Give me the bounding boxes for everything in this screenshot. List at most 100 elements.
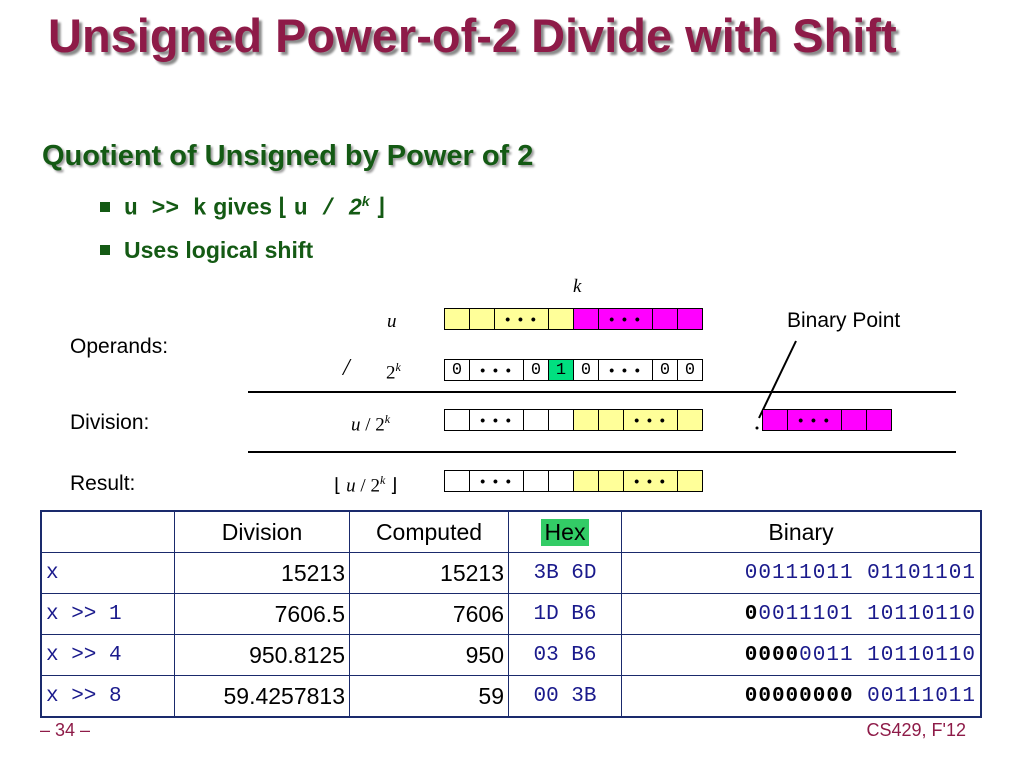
bit-cell xyxy=(598,470,624,492)
header-binary: Binary xyxy=(621,510,982,553)
quotient-bit-vector: • • • • • • xyxy=(444,409,703,431)
bit-cell: 0 xyxy=(573,359,599,381)
row-division: 59.4257813 xyxy=(174,675,350,718)
k-label: k xyxy=(573,276,582,297)
bit-cell xyxy=(652,308,678,330)
divisor-bit-vector: 0 • • • 0 1 0 • • • 0 0 xyxy=(444,359,703,381)
row-hex: 3B 6D xyxy=(508,552,622,594)
row-binary: 00000000 00111011 xyxy=(621,675,982,718)
header-division: Division xyxy=(174,510,350,553)
bit-cell: 0 xyxy=(444,359,470,381)
floor-expr: u / xyxy=(293,195,350,222)
header-hex: Hex xyxy=(508,510,622,553)
footer-page-number: – 34 – xyxy=(40,720,91,740)
bit-cell xyxy=(677,308,703,330)
operands-label: Operands: xyxy=(70,335,169,358)
bit-cell xyxy=(444,409,470,431)
row-hex: 03 B6 xyxy=(508,634,622,676)
bit-dots: • • • xyxy=(469,409,524,431)
row-division: 7606.5 xyxy=(174,593,350,635)
bit-cell xyxy=(762,409,788,431)
row-computed: 59 xyxy=(349,675,509,718)
division-label: Division: xyxy=(70,411,150,434)
bit-cell xyxy=(548,409,574,431)
table-row: x >> 4 950.8125 950 03 B6 00000011 10110… xyxy=(40,634,982,676)
fraction-bit-vector: • • • xyxy=(762,409,892,431)
bit-cell xyxy=(444,308,470,330)
floor-base: 2 xyxy=(349,193,362,220)
row-computed: 950 xyxy=(349,634,509,676)
bit-cell xyxy=(841,409,867,431)
row-binary: 00000011 10110110 xyxy=(621,634,982,676)
u-bit-vector: • • • • • • xyxy=(444,308,703,330)
gives-word: gives xyxy=(213,193,273,220)
row-binary: 00111011 01101101 xyxy=(621,552,982,594)
bit-dots: • • • xyxy=(787,409,842,431)
bit-cell xyxy=(573,409,599,431)
bit-cell: 0 xyxy=(523,359,549,381)
bit-dots: • • • xyxy=(598,359,653,381)
table-row: x >> 8 59.4257813 59 00 3B 00000000 0011… xyxy=(40,675,982,718)
row-computed: 15213 xyxy=(349,552,509,594)
bit-cell xyxy=(469,308,495,330)
bullet-shift-gives-floor: u >> k gives ⌊ u / 2k ⌋ xyxy=(100,193,385,222)
bit-cell xyxy=(523,470,549,492)
row-hex: 1D B6 xyxy=(508,593,622,635)
bit-cell xyxy=(444,470,470,492)
u-operand-label: u xyxy=(387,311,397,332)
bit-cell: 0 xyxy=(677,359,703,381)
shift-code: u >> k xyxy=(124,195,207,222)
bit-dots: • • • xyxy=(469,470,524,492)
table-row: x >> 1 7606.5 7606 1D B6 00011101 101101… xyxy=(40,593,982,635)
result-label: Result: xyxy=(70,472,136,495)
bullet-logical-shift: Uses logical shift xyxy=(100,237,313,264)
row-hex: 00 3B xyxy=(508,675,622,718)
bit-cell xyxy=(573,308,599,330)
row-expr: x >> 8 xyxy=(40,675,175,718)
slide-subtitle: Quotient of Unsigned by Power of 2 xyxy=(42,140,534,172)
binary-point-label: Binary Point xyxy=(787,309,901,332)
bit-cell xyxy=(548,470,574,492)
table-header-row: Division Computed Hex Binary xyxy=(40,510,982,553)
power-of-two-label: 2k xyxy=(386,360,401,384)
bullet-logical-shift-text: Uses logical shift xyxy=(124,237,314,263)
bit-cell xyxy=(866,409,892,431)
bullet-square-icon xyxy=(100,201,110,212)
bit-dots: • • • xyxy=(469,359,524,381)
slide-title: Unsigned Power-of-2 Divide with Shift xyxy=(48,9,897,62)
division-rule-top xyxy=(248,391,956,393)
table-row: x 15213 15213 3B 6D 00111011 01101101 xyxy=(40,552,982,594)
bullet-square-icon xyxy=(100,245,110,255)
row-expr: x xyxy=(40,552,175,594)
quotient-label: u / 2k xyxy=(351,412,391,436)
bit-cell xyxy=(677,470,703,492)
bit-cell xyxy=(573,470,599,492)
footer-course: CS429, F'12 xyxy=(866,720,967,740)
shift-results-table: Division Computed Hex Binary x 15213 152… xyxy=(40,510,982,718)
bit-cell xyxy=(677,409,703,431)
floor-close: ⌋ xyxy=(376,193,385,220)
floor-quotient-label: ⌊ u / 2k ⌋ xyxy=(334,473,398,497)
bit-cell xyxy=(548,308,574,330)
bit-dots: • • • xyxy=(494,308,549,330)
bit-cell-one: 1 xyxy=(548,359,574,381)
result-bit-vector: • • • • • • xyxy=(444,470,703,492)
header-empty xyxy=(40,510,175,553)
bit-cell: 0 xyxy=(652,359,678,381)
bit-dots: • • • xyxy=(598,308,653,330)
floor-open: ⌊ xyxy=(278,193,288,220)
bit-cell xyxy=(598,409,624,431)
floor-exponent: k xyxy=(361,193,370,209)
row-expr: x >> 4 xyxy=(40,634,175,676)
row-division: 950.8125 xyxy=(174,634,350,676)
row-computed: 7606 xyxy=(349,593,509,635)
division-rule-bottom xyxy=(248,451,956,453)
row-expr: x >> 1 xyxy=(40,593,175,635)
bit-cell xyxy=(523,409,549,431)
bit-dots: • • • xyxy=(623,470,678,492)
row-binary: 00011101 10110110 xyxy=(621,593,982,635)
header-computed: Computed xyxy=(349,510,509,553)
row-division: 15213 xyxy=(174,552,350,594)
